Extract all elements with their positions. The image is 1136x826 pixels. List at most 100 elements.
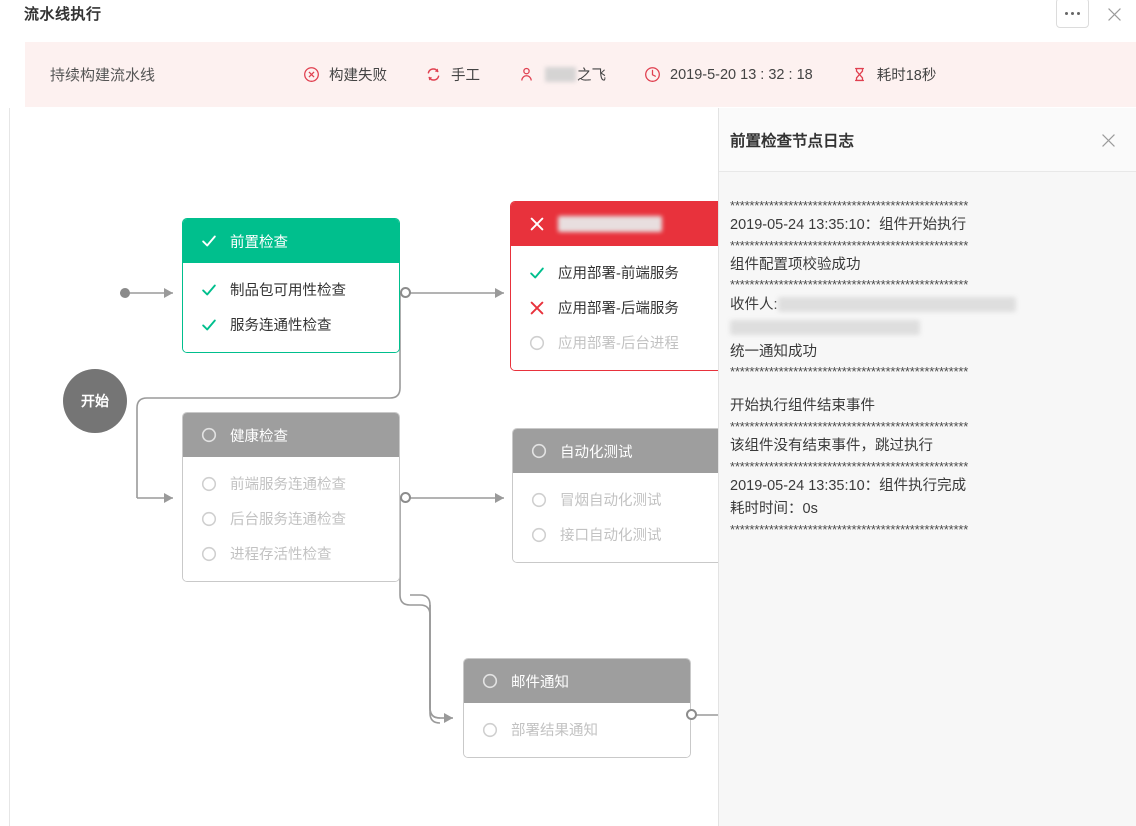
graph-node-deploy[interactable]: 应用部署-前端服务 应用部署-后端服务 应用部署-后台进程	[510, 201, 726, 371]
connector-health-mail-a	[399, 498, 441, 719]
circle-icon	[200, 510, 218, 528]
log-line: 该组件没有结束事件，跳过执行	[730, 438, 933, 455]
more-options-button[interactable]	[1056, 0, 1089, 28]
summary-item-time: 2019-5-20 13 : 32 : 18	[644, 66, 813, 83]
task-label: 应用部署-后台进程	[558, 336, 679, 352]
redacted-username-block	[545, 67, 577, 82]
task-label: 前端服务连通检查	[230, 477, 346, 493]
deploy-header[interactable]	[511, 202, 725, 246]
task-label: 部署结果通知	[511, 723, 598, 739]
graph-node-precheck[interactable]: 前置检查 制品包可用性检查 服务连通性检查	[182, 218, 400, 353]
task-row[interactable]: 前端服务连通检查	[183, 466, 399, 501]
redacted-email-block	[777, 296, 1016, 312]
task-label: 应用部署-后端服务	[558, 301, 679, 317]
check-icon	[200, 281, 218, 299]
window-titlebar: 流水线执行	[0, 0, 1136, 29]
precheck-title: 前置检查	[230, 234, 288, 251]
port-precheck-out[interactable]	[400, 287, 411, 298]
autotest-title: 自动化测试	[560, 444, 633, 461]
log-panel-header: 前置检查节点日志	[719, 108, 1136, 172]
close-icon	[1101, 133, 1115, 147]
ellipsis-icon	[1077, 11, 1080, 15]
port-start-out[interactable]	[120, 288, 130, 298]
log-content[interactable]: ****************************************…	[719, 172, 1136, 826]
check-icon	[200, 232, 218, 250]
error-circle-icon	[303, 66, 320, 83]
autotest-tasks: 冒烟自动化测试 接口自动化测试	[513, 473, 725, 562]
ellipsis-icon	[1065, 11, 1068, 15]
log-panel-close-button[interactable]	[1096, 128, 1120, 152]
deploy-tasks: 应用部署-前端服务 应用部署-后端服务 应用部署-后台进程	[511, 246, 725, 370]
task-label: 后台服务连通检查	[230, 512, 346, 528]
connector-precheck-health	[136, 293, 401, 498]
autotest-header[interactable]: 自动化测试	[513, 429, 725, 473]
task-row[interactable]: 后台服务连通检查	[183, 501, 399, 536]
cross-icon	[528, 215, 546, 233]
mail-tasks: 部署结果通知	[464, 703, 690, 757]
summary-item-user: 之飞	[518, 64, 606, 85]
summary-status-label: 构建失败	[329, 68, 388, 84]
node-log-panel: 前置检查节点日志 *******************************…	[718, 108, 1136, 826]
circle-icon	[530, 442, 548, 460]
recipients-prefix: 收件人:	[730, 296, 778, 313]
pipeline-name: 持续构建流水线	[50, 67, 156, 84]
circle-icon	[200, 475, 218, 493]
redacted-email-block	[730, 320, 920, 336]
log-panel-title: 前置检查节点日志	[730, 132, 855, 150]
task-row[interactable]: 进程存活性检查	[183, 536, 399, 571]
log-line: ****************************************…	[730, 198, 969, 213]
mail-header[interactable]: 邮件通知	[464, 659, 690, 703]
task-label: 冒烟自动化测试	[560, 493, 662, 509]
graph-node-autotest[interactable]: 自动化测试 冒烟自动化测试 接口自动化测试	[512, 428, 726, 563]
task-label: 应用部署-前端服务	[558, 266, 679, 282]
connector-lines	[120, 288, 737, 724]
task-row[interactable]: 冒烟自动化测试	[513, 482, 725, 517]
port-health-out[interactable]	[400, 492, 411, 503]
log-line: 2019-05-24 13:35:10：组件执行完成	[730, 477, 967, 494]
log-line: ****************************************…	[730, 237, 969, 253]
log-line: ****************************************…	[730, 364, 969, 380]
task-row[interactable]: 服务连通性检查	[183, 307, 399, 342]
refresh-icon	[425, 66, 442, 83]
hourglass-icon	[851, 66, 868, 83]
summary-duration-label: 耗时18秒	[876, 68, 937, 84]
precheck-tasks: 制品包可用性检查 服务连通性检查	[183, 263, 399, 352]
circle-icon	[481, 672, 499, 690]
health-header[interactable]: 健康检查	[183, 413, 399, 457]
precheck-header[interactable]: 前置检查	[183, 219, 399, 263]
health-tasks: 前端服务连通检查 后台服务连通检查 进程存活性检查	[183, 457, 399, 581]
circle-icon	[481, 721, 499, 739]
summary-item-trigger: 手工	[425, 64, 480, 85]
circle-icon	[530, 526, 548, 544]
task-row[interactable]: 制品包可用性检查	[183, 272, 399, 307]
log-line: ****************************************…	[730, 458, 969, 474]
check-icon	[528, 264, 546, 282]
task-row[interactable]: 部署结果通知	[464, 712, 690, 747]
task-row[interactable]: 接口自动化测试	[513, 517, 725, 552]
circle-icon	[200, 426, 218, 444]
log-line: 开始执行组件结束事件	[730, 398, 875, 415]
summary-items: 构建失败 手工	[303, 64, 936, 85]
mail-title: 邮件通知	[511, 674, 569, 691]
cross-icon	[528, 299, 546, 317]
circle-icon	[200, 545, 218, 563]
task-row[interactable]: 应用部署-后台进程	[511, 325, 725, 360]
task-label: 制品包可用性检查	[230, 283, 346, 299]
summary-user-text: 之飞	[577, 68, 607, 84]
clock-icon	[644, 66, 661, 83]
circle-icon	[528, 334, 546, 352]
graph-node-mail[interactable]: 邮件通知 部署结果通知	[463, 658, 691, 758]
window-close-button[interactable]	[1102, 2, 1126, 26]
log-line: 2019-05-24 13:35:10：组件开始执行	[730, 217, 967, 234]
task-row[interactable]: 应用部署-后端服务	[511, 290, 725, 325]
summary-item-duration: 耗时18秒	[851, 64, 937, 85]
graph-node-start[interactable]: 开始	[63, 369, 127, 433]
task-row[interactable]: 应用部署-前端服务	[511, 255, 725, 290]
summary-user-label: 之飞	[544, 64, 606, 85]
log-line-blank	[730, 380, 1118, 395]
graph-node-health[interactable]: 健康检查 前端服务连通检查 后台服务连通检查	[182, 412, 400, 582]
port-mail-out[interactable]	[686, 709, 697, 720]
log-line: 统一通知成功	[730, 343, 817, 360]
close-icon	[1107, 7, 1121, 21]
